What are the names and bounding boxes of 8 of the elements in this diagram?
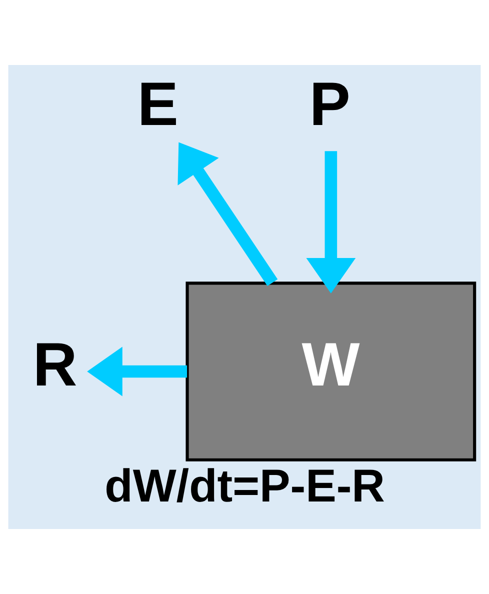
- node-text: E: [137, 70, 178, 139]
- arrow: [306, 151, 356, 294]
- arrow: [178, 142, 278, 286]
- caption: dW/dt=P-E-R: [104, 459, 385, 512]
- node-box: W: [186, 282, 476, 462]
- node-text: P: [309, 70, 350, 139]
- node-text: R: [32, 330, 78, 400]
- arrow: [87, 346, 188, 396]
